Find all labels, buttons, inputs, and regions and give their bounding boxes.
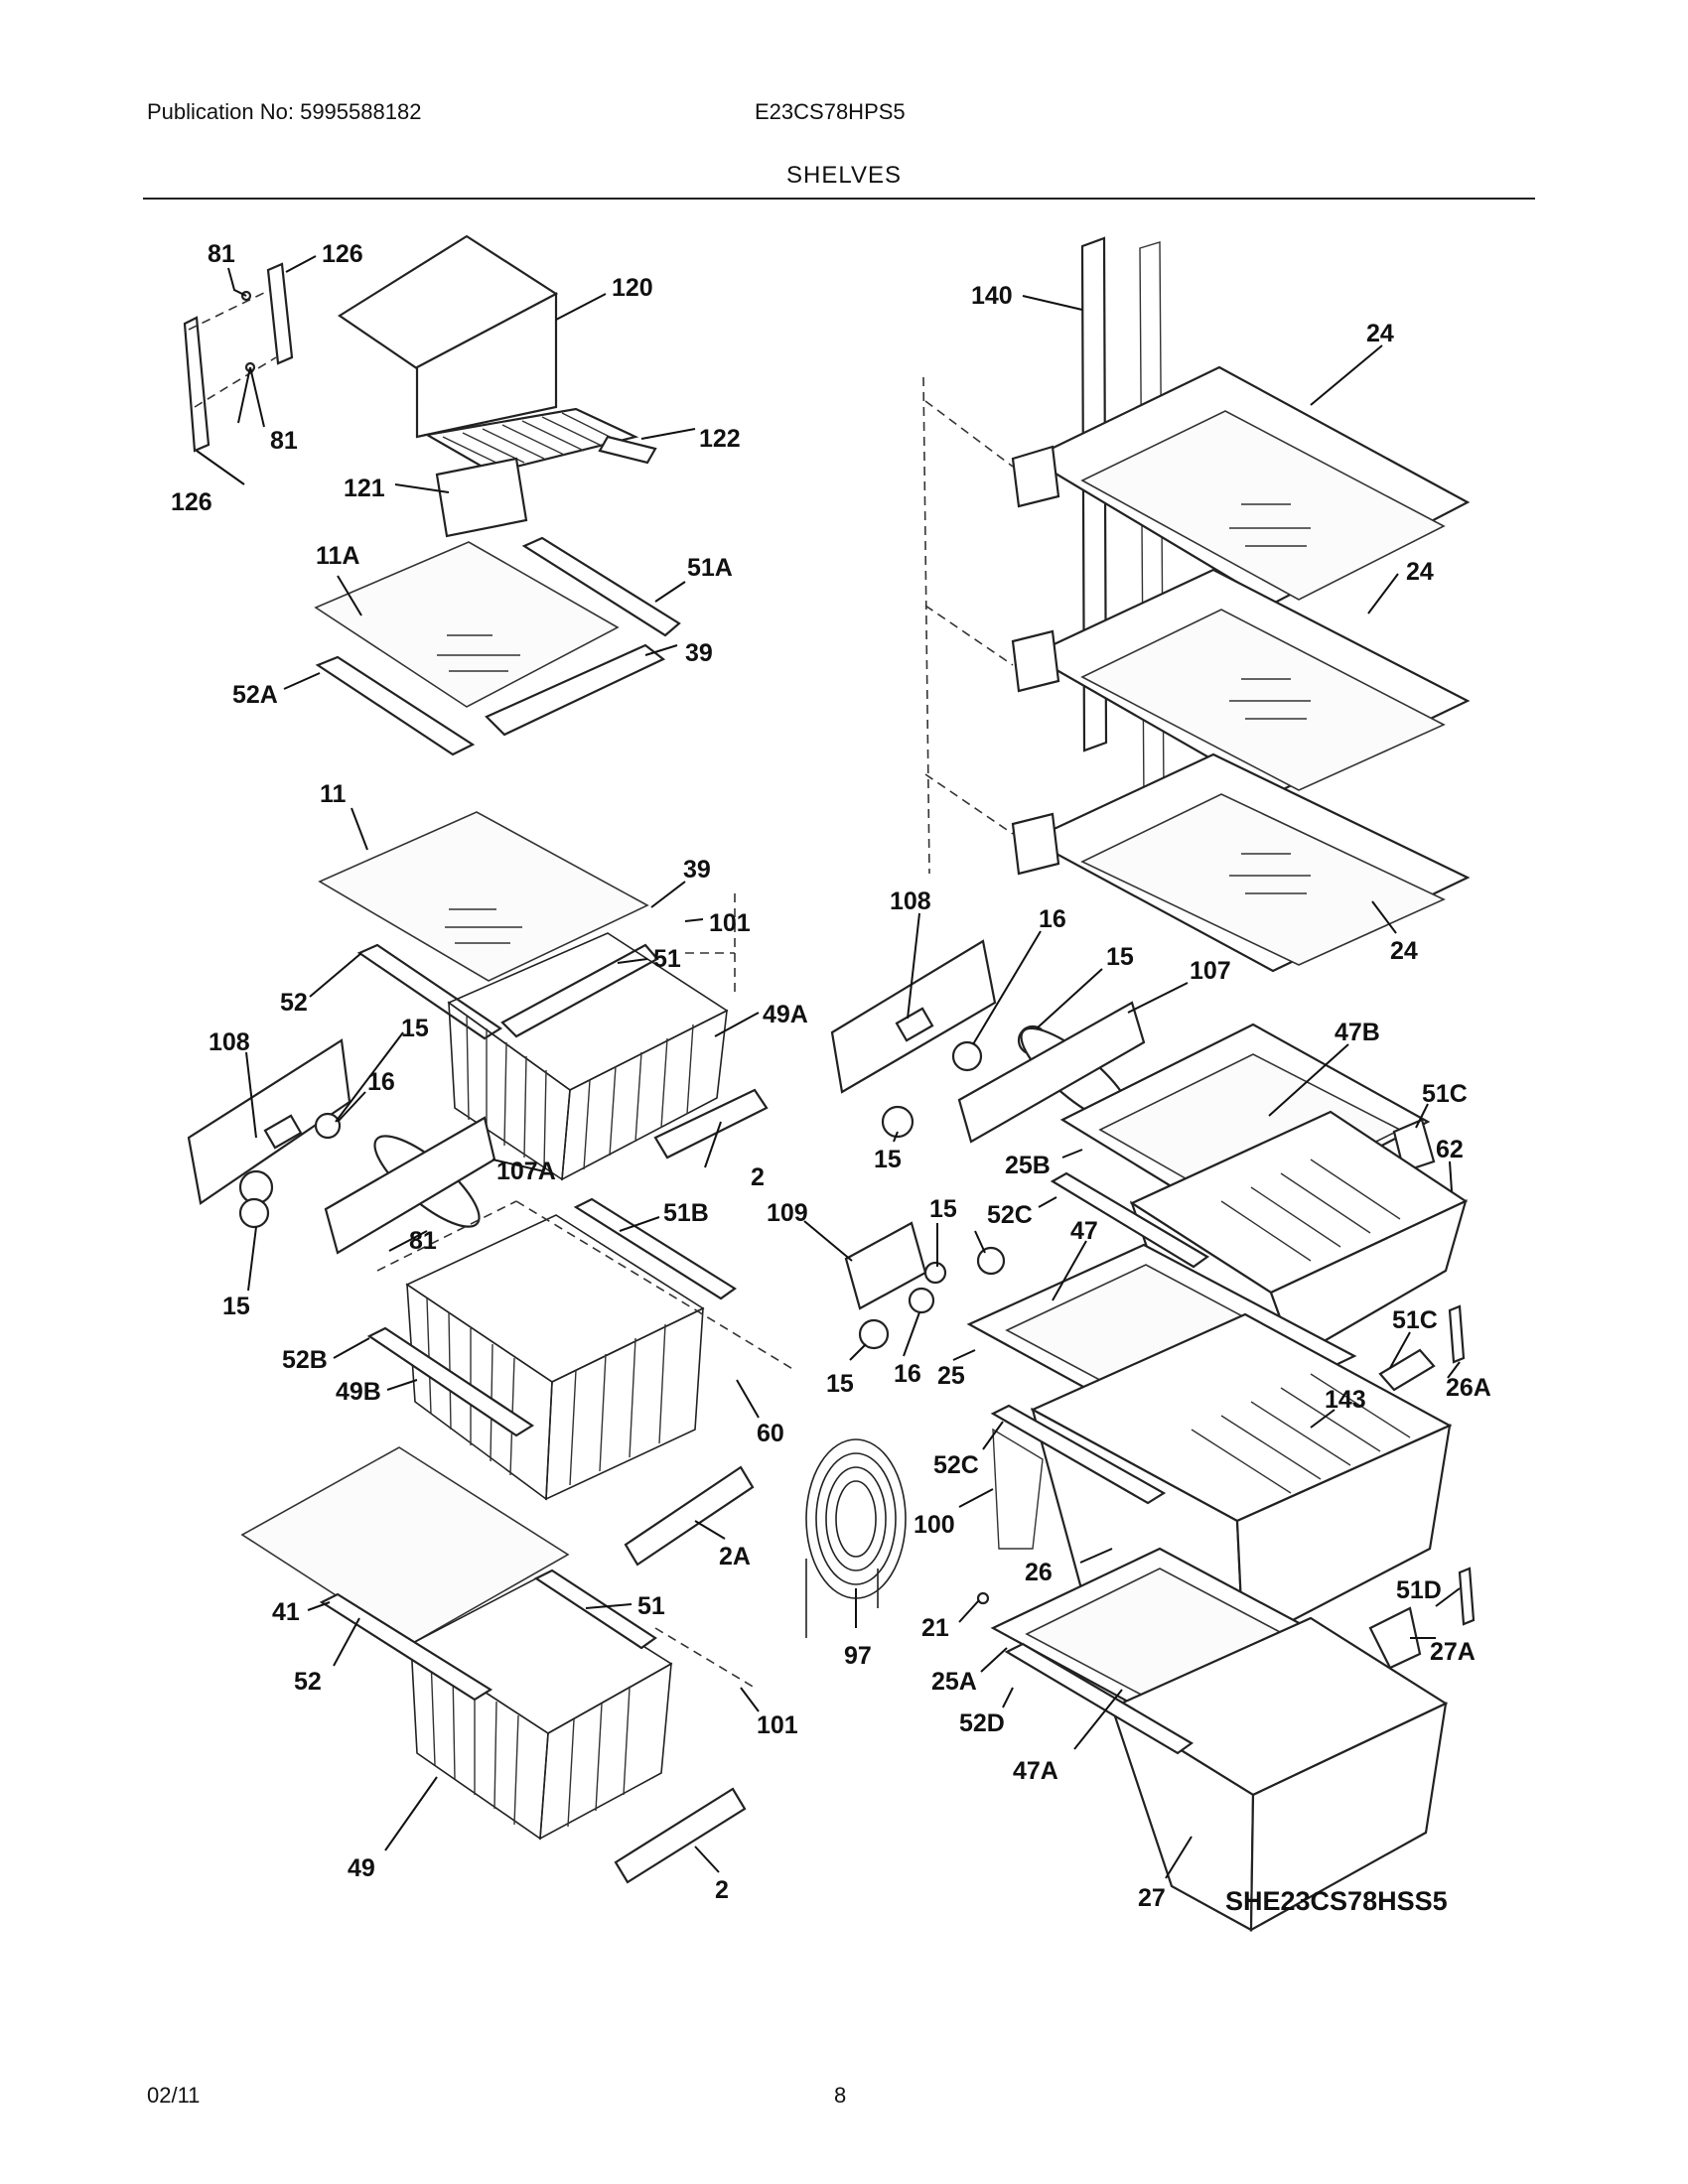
callout-49A: 49A — [763, 1001, 808, 1028]
callout-52B: 52B — [282, 1346, 328, 1374]
callout-49B: 49B — [336, 1378, 381, 1406]
callout-140: 140 — [971, 282, 1013, 310]
leader-lines — [196, 255, 1461, 1879]
callout-11A: 11A — [316, 542, 359, 570]
callout-81: 81 — [208, 240, 235, 268]
callout-51: 51 — [637, 1592, 665, 1620]
callout-51C: 51C — [1422, 1080, 1468, 1108]
callout-25: 25 — [937, 1362, 965, 1390]
footer-date: 02/11 — [147, 2083, 201, 2108]
callout-52C: 52C — [987, 1201, 1033, 1229]
callout-15: 15 — [222, 1293, 250, 1320]
callout-107: 107 — [1190, 957, 1231, 985]
basket-trim-2-bottom — [614, 1787, 747, 1884]
callout-109: 109 — [767, 1199, 808, 1227]
callout-24: 24 — [1406, 558, 1434, 586]
glass-shelf-24-middle — [1011, 568, 1471, 796]
callout-108: 108 — [209, 1028, 250, 1056]
callout-39: 39 — [683, 856, 711, 884]
callout-51: 51 — [653, 945, 681, 973]
callout-15: 15 — [401, 1015, 429, 1042]
callout-24: 24 — [1390, 937, 1418, 965]
callout-21: 21 — [921, 1614, 949, 1642]
header-rule — [143, 198, 1535, 200]
wire-basket-49A — [447, 893, 736, 1181]
callout-2A: 2A — [719, 1543, 751, 1570]
glass-shelf-24-bottom — [1011, 752, 1471, 973]
callout-52D: 52D — [959, 1709, 1005, 1737]
callout-16: 16 — [367, 1068, 395, 1096]
callout-26A: 26A — [1446, 1374, 1491, 1402]
callout-26: 26 — [1025, 1559, 1053, 1586]
light-109 — [844, 1221, 1006, 1350]
callout-52: 52 — [294, 1668, 322, 1696]
callout-16: 16 — [1039, 905, 1066, 933]
basket-trim-2 — [653, 1088, 769, 1160]
callout-2: 2 — [715, 1876, 729, 1904]
callout-27: 27 — [1138, 1884, 1166, 1912]
callout-120: 120 — [612, 274, 653, 302]
section-title: SHELVES — [786, 162, 902, 189]
callout-143: 143 — [1325, 1386, 1366, 1414]
callout-15: 15 — [874, 1146, 902, 1173]
glass-shelf-11A — [314, 536, 681, 756]
glass-shelf-11 — [318, 811, 659, 1040]
callout-108: 108 — [890, 887, 931, 915]
cantilever-shelf-120 — [337, 234, 657, 538]
callout-52: 52 — [280, 989, 308, 1017]
publication-number: Publication No: 5995588182 — [147, 99, 422, 124]
callout-16: 16 — [894, 1360, 921, 1388]
callout-126: 126 — [322, 240, 363, 268]
callout-107A: 107A — [496, 1158, 556, 1185]
callout-81: 81 — [270, 427, 298, 455]
wire-basket-49B — [366, 1197, 795, 1501]
ladder-rail-140 — [922, 236, 1165, 875]
glass-shelf-24-top — [1011, 365, 1471, 606]
callout-labels: 81 126 120 81 122 121 126 11A 51A 39 52A… — [171, 240, 1491, 1916]
callout-41: 41 — [272, 1598, 300, 1626]
callout-101: 101 — [709, 909, 751, 937]
diagram-code: SHE23CS78HSS5 — [1225, 1886, 1448, 1916]
callout-47: 47 — [1070, 1217, 1098, 1245]
callout-15: 15 — [929, 1195, 957, 1223]
callout-60: 60 — [757, 1420, 784, 1447]
callout-47A: 47A — [1013, 1757, 1058, 1785]
crisper-drawer-27 — [1004, 1567, 1476, 1932]
callout-11: 11 — [320, 780, 347, 808]
callout-100: 100 — [914, 1511, 955, 1539]
callout-101: 101 — [757, 1711, 798, 1739]
basket-trim-2A — [624, 1465, 755, 1567]
callout-25A: 25A — [931, 1668, 977, 1696]
page-number: 8 — [834, 2083, 847, 2108]
callout-121: 121 — [344, 475, 385, 502]
callout-15: 15 — [826, 1370, 854, 1398]
callout-15: 15 — [1106, 943, 1134, 971]
callout-25B: 25B — [1005, 1152, 1051, 1179]
callout-47B: 47B — [1335, 1019, 1380, 1046]
callout-62: 62 — [1436, 1136, 1464, 1163]
callout-51C: 51C — [1392, 1306, 1438, 1334]
callout-97: 97 — [844, 1642, 872, 1670]
callout-52A: 52A — [232, 681, 278, 709]
model-number: E23CS78HPS5 — [755, 99, 906, 124]
wire-basket-49 — [319, 1569, 756, 1841]
light-housing-108-left — [187, 1038, 496, 1255]
callout-52C: 52C — [933, 1451, 979, 1479]
callout-2: 2 — [751, 1163, 765, 1191]
callout-27A: 27A — [1430, 1638, 1476, 1666]
callout-51B: 51B — [663, 1199, 709, 1227]
crisper-cover-47B — [1059, 1023, 1436, 1225]
callout-24: 24 — [1366, 320, 1394, 347]
callout-39: 39 — [685, 639, 713, 667]
callout-126: 126 — [171, 488, 212, 516]
callout-49: 49 — [348, 1854, 375, 1882]
rail-bracket-126 — [183, 262, 294, 453]
light-housing-108-right — [830, 939, 1146, 1144]
callout-51A: 51A — [687, 554, 733, 582]
callout-81: 81 — [409, 1227, 437, 1255]
callout-51D: 51D — [1396, 1576, 1442, 1604]
callout-122: 122 — [699, 425, 741, 453]
